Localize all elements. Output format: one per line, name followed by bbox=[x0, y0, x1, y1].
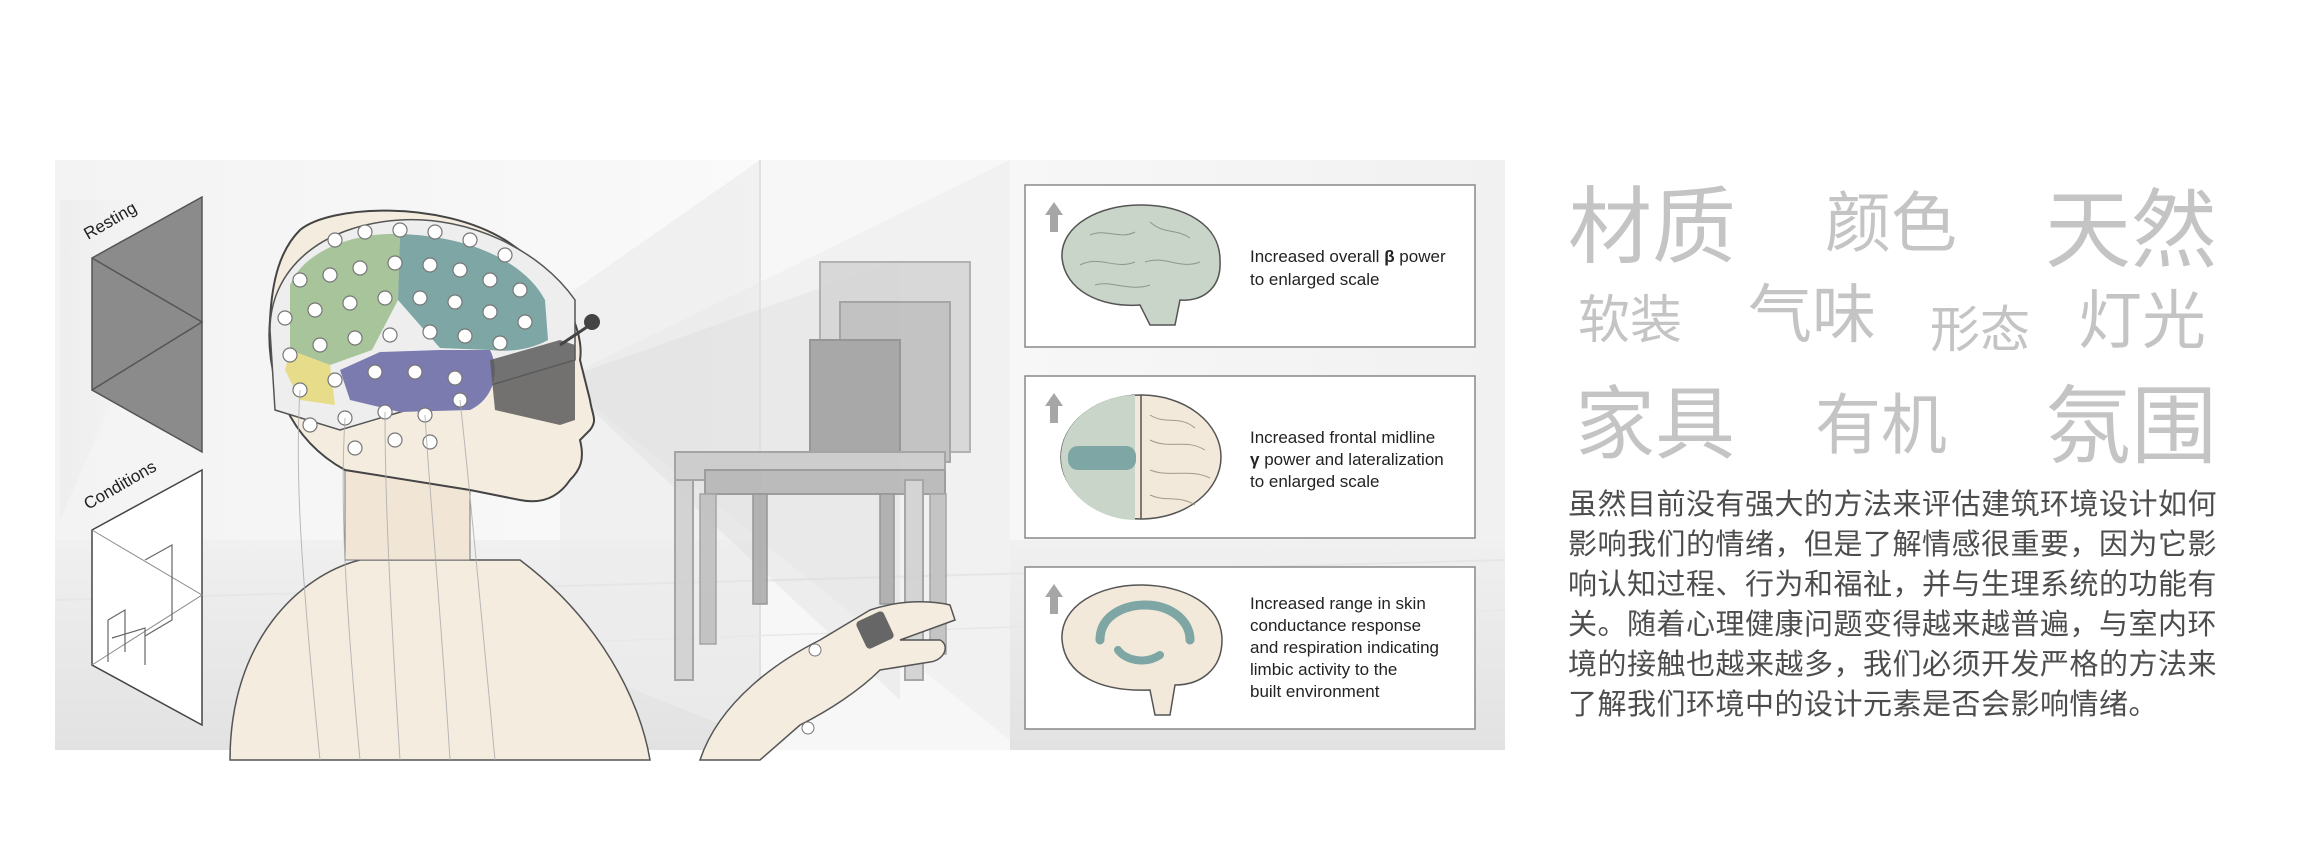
finding-3-line-1: Increased range in skin bbox=[1250, 594, 1426, 613]
word-atmosphere: 氛围 bbox=[2045, 377, 2217, 477]
finding-2-line-1-end: power and lateralization bbox=[1259, 450, 1443, 469]
word-furniture: 家具 bbox=[1575, 378, 1735, 471]
svg-text:γ power and lateralization: γ power and lateralization bbox=[1250, 450, 1444, 469]
word-soft-furnishing: 软装 bbox=[1578, 291, 1683, 351]
finding-1-symbol: β bbox=[1384, 247, 1394, 266]
eeg-electrodes bbox=[277, 222, 533, 456]
word-scent: 气味 bbox=[1748, 279, 1876, 353]
word-organic: 有机 bbox=[1815, 387, 1947, 464]
eeg-vr-illustration: Resting Conditions bbox=[54, 160, 1506, 761]
word-natural: 天然 bbox=[2045, 181, 2217, 281]
finding-2-symbol: γ bbox=[1250, 450, 1260, 469]
word-form: 形态 bbox=[1930, 301, 2030, 359]
finding-3-line-2: conductance response bbox=[1250, 616, 1421, 635]
finding-3-line-3: and respiration indicating bbox=[1250, 638, 1439, 657]
participant-figure bbox=[229, 209, 956, 761]
word-color: 颜色 bbox=[1825, 185, 1957, 262]
finding-1-line-1: Increased overall bbox=[1250, 247, 1384, 266]
finding-3-line-5: built environment bbox=[1250, 682, 1380, 701]
brain-lateral-icon bbox=[1061, 204, 1221, 326]
word-material: 材质 bbox=[1568, 178, 1737, 276]
finding-1-line-1-end: power bbox=[1395, 247, 1446, 266]
finding-1-line-2: to enlarged scale bbox=[1250, 270, 1379, 289]
description-paragraph: 虽然目前没有强大的方法来评估建筑环境设计如何影响我们的情绪，但是了解情感很重要，… bbox=[1568, 487, 2218, 721]
finding-panels: Increased overall β power to enlarged sc… bbox=[1024, 184, 1476, 730]
hand bbox=[698, 600, 956, 761]
finding-2-line-1: Increased frontal midline bbox=[1250, 428, 1435, 447]
vr-visor bbox=[490, 340, 575, 425]
finding-2-line-2: to enlarged scale bbox=[1250, 472, 1379, 491]
finding-3-line-4: limbic activity to the bbox=[1250, 660, 1397, 679]
svg-text:Increased overall β power: Increased overall β power bbox=[1250, 247, 1446, 266]
word-lighting: 灯光 bbox=[2078, 285, 2206, 359]
